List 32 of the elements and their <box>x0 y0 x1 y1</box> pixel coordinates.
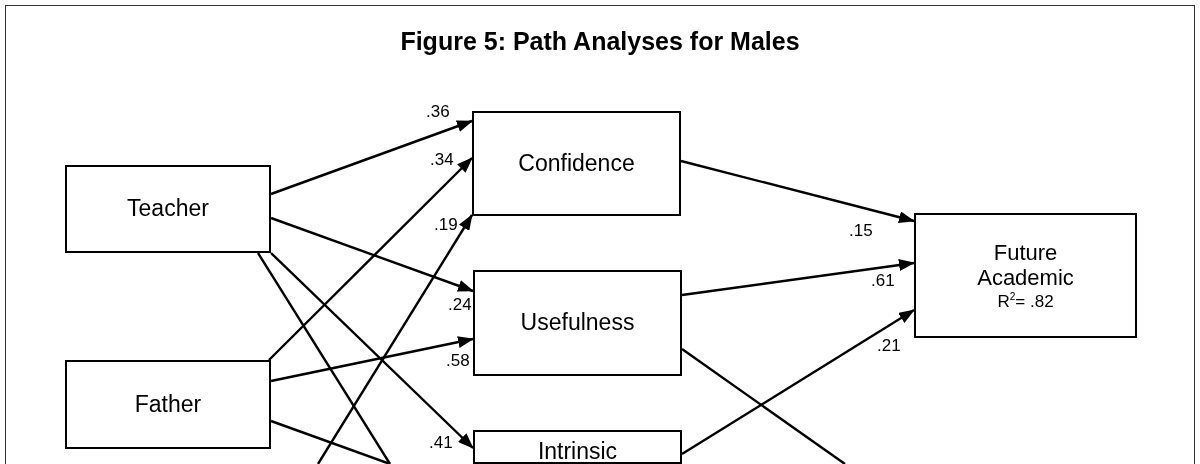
arrow <box>270 336 474 383</box>
variable-box <box>473 270 682 376</box>
edge-label: .58 <box>445 352 471 369</box>
edge-label: .15 <box>848 222 874 239</box>
edge-label: .41 <box>428 434 454 451</box>
edge-label: .24 <box>447 296 473 313</box>
node-label: Future Academic <box>976 240 1075 291</box>
variable-box <box>914 213 1137 338</box>
arrow <box>681 309 915 455</box>
edge-label: .21 <box>876 337 902 354</box>
arrow <box>316 214 474 464</box>
edge-label: .34 <box>429 151 455 168</box>
arrow <box>270 119 473 196</box>
edge-label: .61 <box>870 272 896 289</box>
arrow <box>268 157 473 361</box>
arrow <box>270 216 474 293</box>
arrow <box>680 159 915 224</box>
node-label: Father <box>134 390 202 419</box>
variable-box <box>473 430 682 464</box>
arrow <box>270 252 474 449</box>
node-label: Intrinsic <box>537 438 618 464</box>
variable-box <box>65 165 271 253</box>
diagram-title: Figure 5: Path Analyses for Males <box>399 26 801 56</box>
node-label: R$^{2}$= .82 <box>997 290 1054 311</box>
edge-label: .36 <box>425 103 451 120</box>
variable-box <box>65 360 271 449</box>
arrow <box>681 259 915 297</box>
node-label: Teacher <box>127 195 209 223</box>
variable-box <box>472 111 681 216</box>
edge-label: .19 <box>433 216 459 233</box>
node-label: Confidence <box>518 149 635 178</box>
node-label: Usefulness <box>520 309 635 337</box>
